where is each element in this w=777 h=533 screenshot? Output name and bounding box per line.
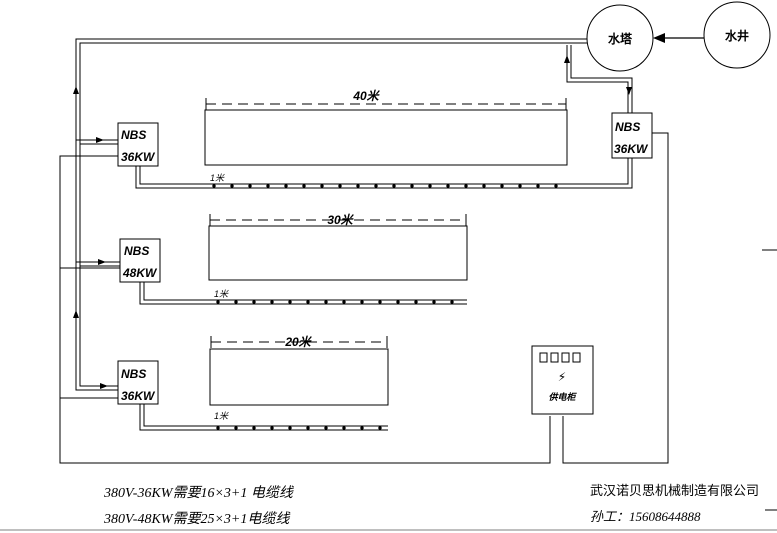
unit-2-power: 48KW xyxy=(122,266,158,280)
tank-40m xyxy=(204,109,568,166)
nbs-unit-3-box xyxy=(117,360,159,405)
nozzle-dot xyxy=(536,184,540,188)
tank-20m xyxy=(209,348,389,406)
unit-4-name: NBS xyxy=(615,120,640,134)
unit-3-power: 36KW xyxy=(121,389,156,403)
tank-3-spacing: 1米 xyxy=(214,411,229,421)
unit-4-power: 36KW xyxy=(614,142,649,156)
cable-note-36kw: 380V-36KW需要16×3+1 电缆线 xyxy=(104,486,293,501)
main-pipe-inner xyxy=(79,42,587,387)
power-cabinet xyxy=(531,345,594,415)
nbs-unit-1-box xyxy=(117,122,159,167)
nozzle-dot xyxy=(252,300,256,304)
nozzle-dot xyxy=(288,300,292,304)
power-cabinet-label: 供电柜 xyxy=(548,392,577,402)
nozzle-dot xyxy=(320,184,324,188)
tank-1-length: 40米 xyxy=(352,89,380,103)
nozzle-dot xyxy=(230,184,234,188)
nozzle-dot xyxy=(306,300,310,304)
nozzle-dot xyxy=(306,426,310,430)
nozzle-dot xyxy=(396,300,400,304)
unit-1-power: 36KW xyxy=(121,150,156,164)
nozzle-dot xyxy=(356,184,360,188)
nozzle-dot xyxy=(248,184,252,188)
nozzle-dot xyxy=(482,184,486,188)
nozzle-dot xyxy=(216,300,220,304)
nozzle-dot xyxy=(554,184,558,188)
company-contact: 孙工：15608644888 xyxy=(590,509,701,524)
nozzle-dot xyxy=(414,300,418,304)
nozzle-dot xyxy=(216,426,220,430)
tank-2-length: 30米 xyxy=(327,213,354,227)
nozzle-dot xyxy=(324,426,328,430)
nozzle-dot xyxy=(270,426,274,430)
nozzle-dot xyxy=(234,300,238,304)
nozzle-dot xyxy=(518,184,522,188)
nozzle-dot xyxy=(360,426,364,430)
tank-1-spacing: 1米 xyxy=(210,173,225,183)
nozzle-dot xyxy=(392,184,396,188)
nozzle-dot xyxy=(342,300,346,304)
nozzle-dot xyxy=(500,184,504,188)
unit-1-name: NBS xyxy=(121,128,146,142)
heating-line-2-outer xyxy=(139,282,467,305)
lightning-icon: ⚡ xyxy=(558,370,566,384)
main-pipe-outer xyxy=(75,38,587,391)
heating-line-3-outer xyxy=(139,404,388,431)
water-well-label: 水井 xyxy=(725,28,749,43)
nozzle-dot xyxy=(378,426,382,430)
power-cable-unit4 xyxy=(562,132,669,464)
water-tower-label: 水塔 xyxy=(608,31,633,46)
nozzle-dot xyxy=(270,300,274,304)
pipe-right-inner xyxy=(570,45,633,113)
nozzle-dot xyxy=(432,300,436,304)
nozzle-dot xyxy=(324,300,328,304)
heating-line-3-inner xyxy=(143,404,388,427)
tank-3-length: 20米 xyxy=(284,335,312,349)
cable-note-48kw: 380V-48KW需要25×3+1电缆线 xyxy=(104,512,290,527)
nozzle-dot xyxy=(428,184,432,188)
nozzle-dot xyxy=(360,300,364,304)
pipe-right-outer xyxy=(566,45,629,113)
nozzle-dot xyxy=(446,184,450,188)
nozzle-dots xyxy=(212,184,558,430)
nozzle-dot xyxy=(234,426,238,430)
nozzle-dot xyxy=(288,426,292,430)
unit-2-name: NBS xyxy=(124,244,149,258)
nozzle-dot xyxy=(284,184,288,188)
unit-3-name: NBS xyxy=(121,367,146,381)
heating-line-2-inner xyxy=(143,282,467,301)
tank-30m xyxy=(208,225,468,281)
nozzle-dot xyxy=(252,426,256,430)
nozzle-dot xyxy=(338,184,342,188)
nozzle-dot xyxy=(374,184,378,188)
heating-line-1-outer xyxy=(135,158,633,189)
nozzle-dot xyxy=(266,184,270,188)
nozzle-dot xyxy=(410,184,414,188)
tank-2-spacing: 1米 xyxy=(214,289,229,299)
water-well-circle xyxy=(703,1,771,69)
company-name: 武汉诺贝思机械制造有限公司 xyxy=(590,483,760,498)
nozzle-dot xyxy=(378,300,382,304)
nozzle-dot xyxy=(450,300,454,304)
heating-line-1-inner xyxy=(139,158,629,185)
nozzle-dot xyxy=(212,184,216,188)
nozzle-dot xyxy=(342,426,346,430)
nozzle-dot xyxy=(302,184,306,188)
nozzle-dot xyxy=(464,184,468,188)
power-cable-outer xyxy=(59,155,551,464)
flow-arrow-well-to-tower xyxy=(653,33,665,43)
